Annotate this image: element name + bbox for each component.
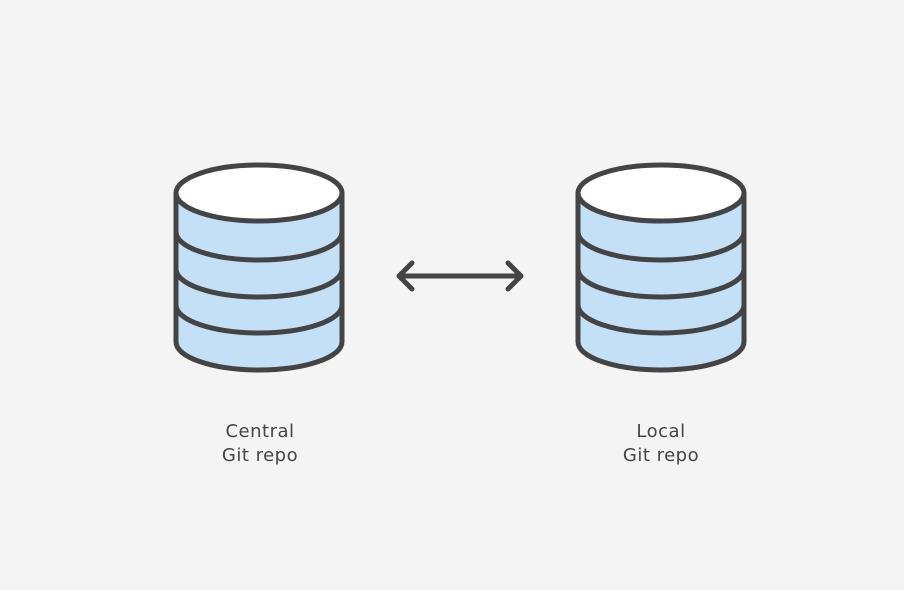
bidirectional-arrow-icon xyxy=(396,260,524,292)
local-repo-label-line1: Local xyxy=(636,421,686,442)
database-local-icon xyxy=(575,162,747,373)
local-repo-label: Local Git repo xyxy=(561,420,761,468)
central-repo-label-line1: Central xyxy=(225,421,295,442)
central-repo-label-line2: Git repo xyxy=(221,445,299,466)
central-repo-label: Central Git repo xyxy=(160,420,360,468)
local-repo-label-line2: Git repo xyxy=(622,445,700,466)
database-central-icon xyxy=(173,162,345,373)
